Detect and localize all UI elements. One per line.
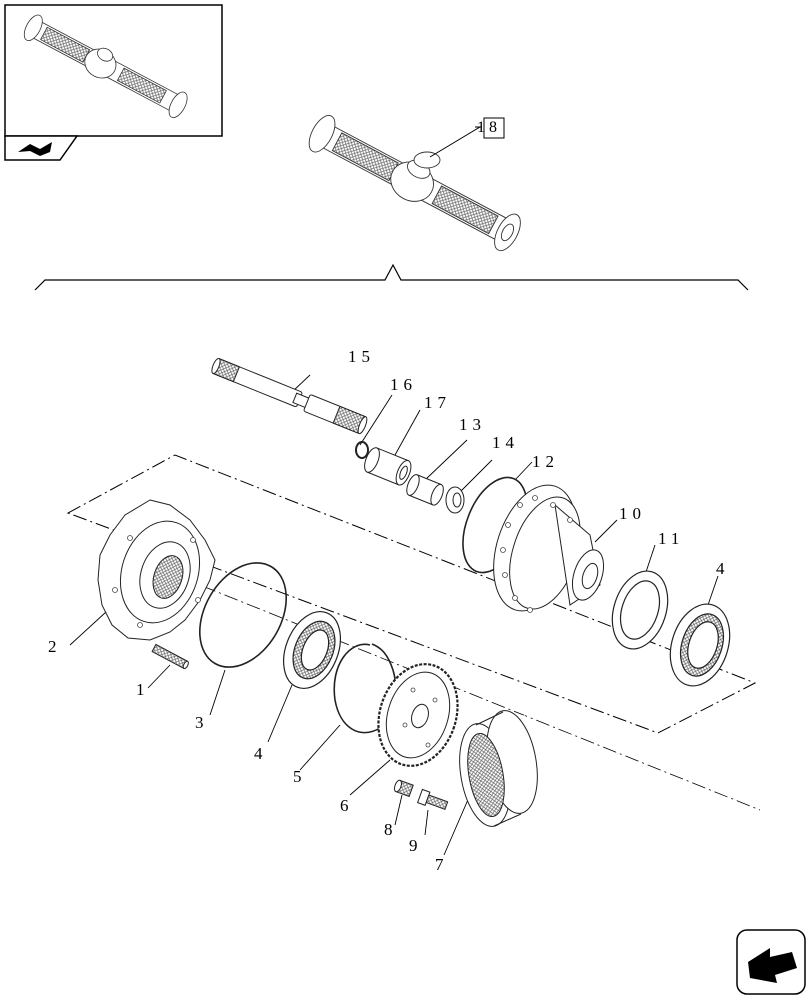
part-4-bearing-right[interactable]	[660, 596, 739, 693]
next-page-icon[interactable]	[736, 929, 806, 995]
part-3-o-ring[interactable]	[182, 548, 304, 683]
callout-9: 9	[409, 836, 423, 855]
callout-5: 5	[293, 767, 307, 786]
centre-axis	[179, 576, 761, 811]
part-7-ring-gear[interactable]	[452, 707, 545, 831]
part-15-drive-shaft[interactable]	[210, 357, 369, 435]
assembly-boundary	[66, 454, 757, 734]
part-1-pin[interactable]	[151, 643, 189, 670]
callout-14: 14	[492, 433, 519, 452]
reference-box[interactable]	[483, 117, 505, 139]
callout-15: 15	[348, 347, 375, 366]
callout-13: 13	[459, 415, 486, 434]
reference-box-number[interactable]: 8	[489, 119, 497, 136]
callout-7: 7	[435, 855, 449, 874]
axle-top-view	[308, 115, 521, 252]
assembly-brace	[34, 263, 749, 291]
callout-4-left: 4	[254, 744, 268, 763]
part-10-hub[interactable]	[479, 474, 610, 621]
part-14-washer[interactable]	[445, 486, 465, 514]
callout-1: 1	[136, 680, 150, 699]
callout-17: 17	[424, 393, 451, 412]
callout-12: 12	[532, 452, 559, 471]
callout-3: 3	[195, 713, 209, 732]
axle-overview-thumbnail	[23, 14, 188, 119]
part-6-gear[interactable]	[366, 654, 470, 776]
part-4-bearing-left[interactable]	[273, 603, 351, 697]
part-17-sleeve[interactable]	[362, 446, 414, 487]
part-13-bushing[interactable]	[404, 473, 446, 507]
part-8-plug[interactable]	[393, 779, 414, 798]
overview-thumbnail[interactable]	[4, 4, 223, 161]
callout-16: 16	[390, 375, 417, 394]
callout-8: 8	[384, 820, 398, 839]
reference-sub-number: 1	[477, 119, 485, 136]
callout-10: 10	[619, 504, 646, 523]
callout-11: 11	[658, 529, 685, 548]
leader-lines	[69, 374, 719, 856]
callout-2: 2	[48, 637, 62, 656]
callout-6: 6	[340, 796, 354, 815]
part-9-bolt[interactable]	[416, 788, 449, 812]
thumbnail-flag-icon	[4, 135, 79, 161]
part-11-seal[interactable]	[603, 564, 677, 656]
part-16-snap-ring[interactable]	[355, 441, 369, 459]
part-2-hub-flange[interactable]	[97, 499, 216, 641]
callout-4-right: 4	[716, 559, 730, 578]
